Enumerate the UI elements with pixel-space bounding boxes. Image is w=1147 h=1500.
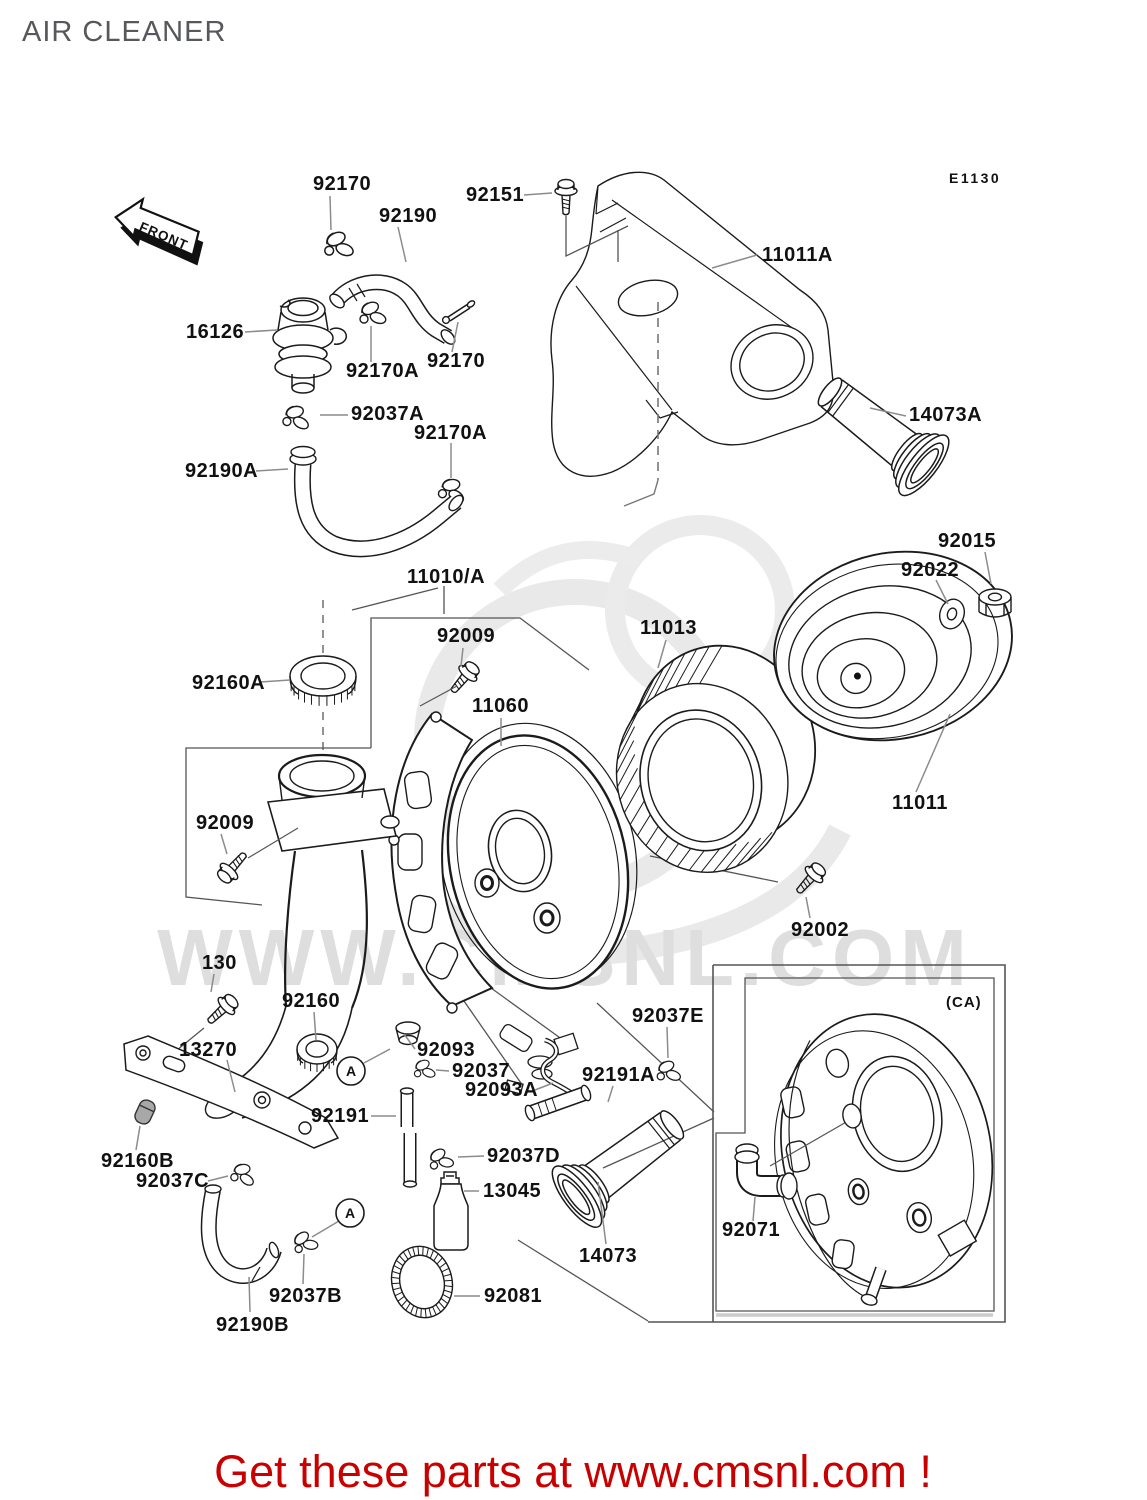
washer-92022-drawing [938, 598, 966, 630]
ca-backplate-drawing [774, 1013, 994, 1306]
part-label-11011: 11011 [892, 792, 948, 814]
part-label-92160a: 92160A [192, 672, 265, 694]
detail-marker-a-1-label: A [346, 1063, 356, 1079]
plug-92160b-drawing [134, 1099, 156, 1125]
part-label-11013: 11013 [640, 617, 697, 639]
part-labels: 92170 92190 92151 11011A 16126 92170A 92… [101, 173, 996, 1336]
bottle-13045-drawing [433, 1171, 469, 1251]
housing-11010-drawing [204, 711, 630, 1119]
part-label-92037a: 92037A [351, 403, 424, 425]
clamp-92037d-drawing [426, 1144, 457, 1173]
part-label-14073: 14073 [579, 1245, 637, 1267]
part-label-92015: 92015 [938, 530, 996, 552]
part-label-92081: 92081 [484, 1285, 542, 1307]
diagram-line-art [123, 171, 1013, 1322]
part-label-92071: 92071 [722, 1219, 780, 1241]
part-label-11010a: 11010/A [407, 566, 485, 588]
part-label-14073a: 14073A [909, 404, 982, 426]
label-leader-lines [135, 192, 992, 1313]
part-label-92037d: 92037D [487, 1145, 560, 1167]
part-label-92093: 92093 [417, 1039, 475, 1061]
nut-92015-drawing [978, 588, 1012, 618]
part-label-92190: 92190 [379, 205, 437, 227]
filter-11013-drawing [615, 644, 817, 873]
tube-92093a-drawing [540, 1037, 578, 1099]
part-label-92009-2: 92009 [196, 812, 254, 834]
part-label-92151: 92151 [466, 184, 524, 206]
part-label-11060: 11060 [472, 695, 529, 717]
part-label-92002: 92002 [791, 919, 849, 941]
part-label-92037e: 92037E [632, 1005, 704, 1027]
tube-92191a-drawing [524, 1084, 592, 1122]
front-direction-arrow: FRONT [114, 196, 204, 266]
diagram-code: E1130 [949, 170, 1001, 186]
part-label-92170-2: 92170 [427, 350, 485, 372]
bolt-92151-drawing [554, 178, 578, 216]
part-label-130: 130 [202, 952, 237, 974]
hose-92190b-drawing [200, 1184, 282, 1284]
clamp-92037b-drawing [290, 1226, 321, 1257]
part-label-92190b: 92190B [216, 1314, 289, 1336]
ca-region-label: (CA) [946, 994, 982, 1011]
ca-variant-box [648, 964, 1006, 1323]
part-label-92009-1: 92009 [437, 625, 495, 647]
bracket-13270-drawing [123, 1035, 340, 1149]
clamp-92037-drawing [413, 1057, 437, 1080]
grommet-92160a-drawing [289, 655, 357, 706]
part-label-13045: 13045 [483, 1180, 541, 1202]
page-title: AIR CLEANER [22, 16, 226, 48]
part-label-92190a: 92190A [185, 460, 258, 482]
tube-92191-drawing [399, 1087, 418, 1188]
part-label-92022: 92022 [901, 559, 959, 581]
hose-92190a-drawing [289, 445, 464, 558]
promo-banner[interactable]: Get these parts at www.cmsnl.com ! [214, 1446, 932, 1497]
hose-92190-drawing [329, 274, 456, 345]
part-label-92170-1: 92170 [313, 173, 371, 195]
part-label-92160b: 92160B [101, 1150, 174, 1172]
pin-92170-drawing [441, 300, 476, 325]
duct-14073-drawing [543, 1090, 701, 1235]
part-label-13270: 13270 [179, 1039, 237, 1061]
clamp-92037c-drawing [228, 1158, 260, 1189]
detail-marker-a-2: A [335, 1198, 365, 1228]
clamp-92170-drawing [324, 228, 356, 259]
part-label-92037b: 92037B [269, 1285, 342, 1307]
bolt-92009-left-drawing [212, 845, 254, 889]
part-label-92170a-2: 92170A [414, 422, 487, 444]
detail-marker-a-2-label: A [345, 1205, 355, 1221]
part-label-92093a: 92093A [465, 1079, 538, 1101]
part-label-92170a-1: 92170A [346, 360, 419, 382]
elbow-92071-drawing [734, 1103, 862, 1200]
part-label-92037: 92037 [452, 1060, 510, 1082]
part-label-92191a: 92191A [582, 1064, 655, 1086]
part-label-92037c: 92037C [136, 1170, 209, 1192]
part-label-92191: 92191 [311, 1105, 369, 1127]
part-label-11011a: 11011A [762, 244, 833, 266]
clamp-92170a-1-drawing [359, 299, 388, 327]
part-label-16126: 16126 [186, 321, 244, 343]
valve-16126-drawing [272, 297, 348, 394]
detail-marker-a-1: A [336, 1056, 366, 1086]
clamp-92037a-drawing [281, 401, 314, 433]
part-label-92160: 92160 [282, 990, 340, 1012]
grommet-92160-drawing [296, 1033, 338, 1072]
air-box-11011a-drawing [550, 171, 835, 507]
seal-92081-drawing [390, 1245, 454, 1319]
